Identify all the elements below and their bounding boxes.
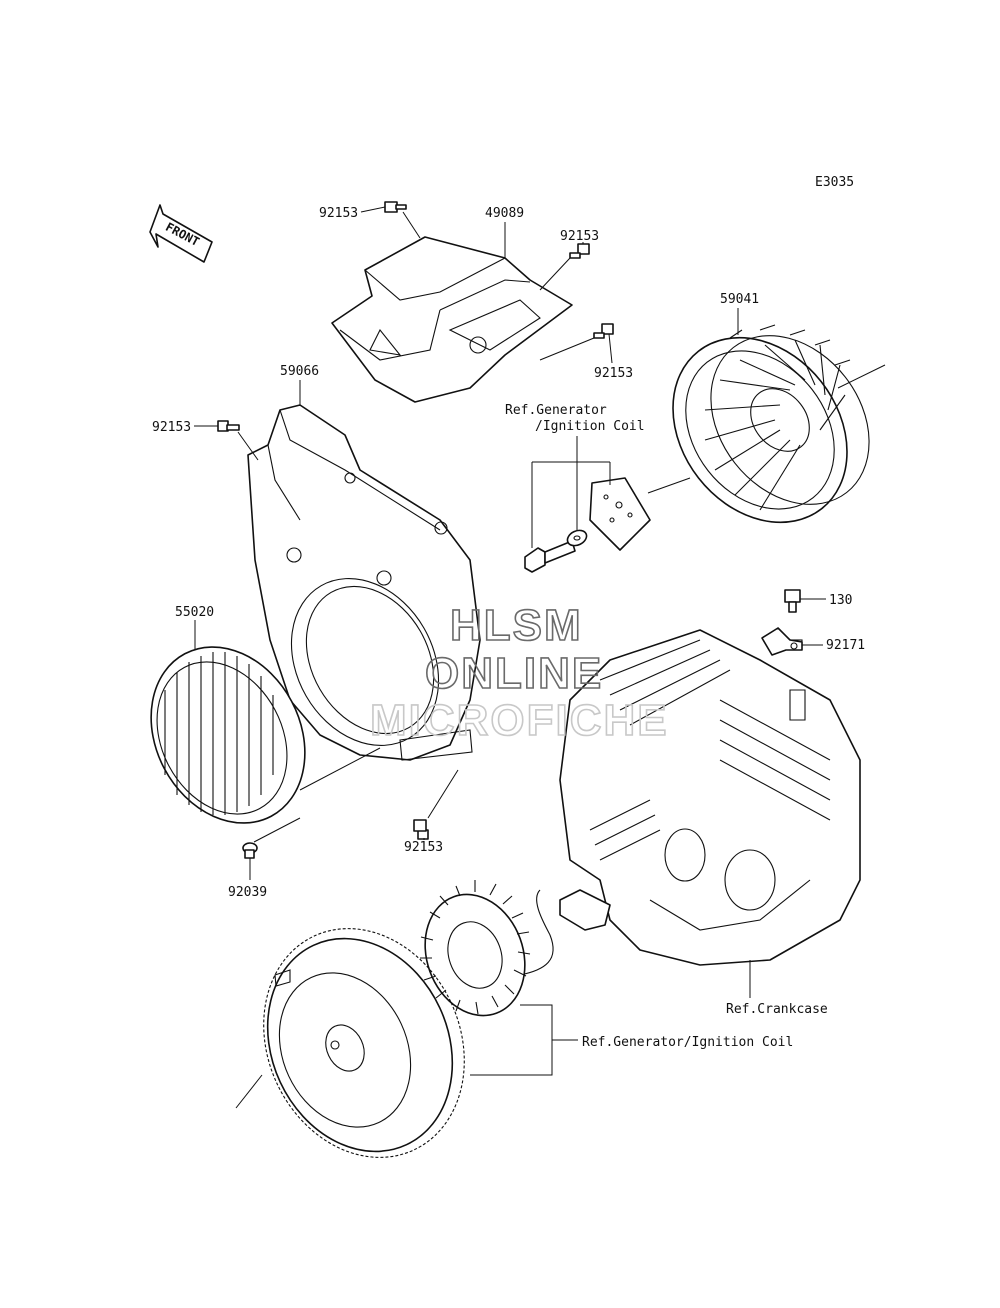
ref-generator-top-line2: /Ignition Coil — [535, 419, 645, 434]
flywheel — [263, 928, 465, 1158]
label-92153-cover-right: 92153 — [560, 229, 599, 244]
bolt-icon — [217, 420, 240, 432]
bolt-icon — [413, 819, 429, 840]
watermark-line2: ONLINE — [425, 649, 603, 698]
bolt-icon — [593, 323, 614, 339]
watermark: HLSM ONLINE MICROFICHE — [369, 600, 669, 746]
cover-part-49089 — [331, 236, 573, 403]
label-92153-housing-left: 92153 — [152, 420, 191, 435]
fan-part-59041 — [672, 324, 870, 524]
label-59066: 59066 — [280, 364, 319, 379]
label-92153-cover-left: 92153 — [319, 206, 358, 221]
label-92153-cover-lower: 92153 — [594, 366, 633, 381]
bolt-icon — [569, 243, 590, 259]
watermark-line1: HLSM — [450, 601, 583, 650]
wire-connector — [519, 889, 611, 976]
bolt-icon — [384, 201, 407, 213]
fan-mount-hardware — [524, 477, 651, 573]
engine-crankcase — [559, 629, 861, 966]
label-130: 130 — [829, 593, 852, 608]
label-49089: 49089 — [485, 206, 524, 221]
watermark-line3: MICROFICHE — [370, 696, 669, 745]
housing-part-59066 — [247, 404, 481, 761]
screen-part-55020 — [150, 646, 306, 824]
ref-generator-top-line1: Ref.Generator — [505, 403, 607, 418]
label-92153-housing-bottom: 92153 — [404, 840, 443, 855]
front-arrow-icon: FRONT — [149, 204, 213, 263]
label-92039: 92039 — [228, 885, 267, 900]
label-92171: 92171 — [826, 638, 865, 653]
bolt-icon — [784, 589, 801, 613]
screw-icon — [242, 842, 258, 859]
stator-coil — [420, 880, 531, 1017]
clamp-part-92171 — [761, 627, 803, 656]
label-59041: 59041 — [720, 292, 759, 307]
ref-generator-bottom: Ref.Generator/Ignition Coil — [582, 1035, 793, 1050]
ref-crankcase: Ref.Crankcase — [726, 1002, 828, 1017]
label-55020: 55020 — [175, 605, 214, 620]
diagram-code: E3035 — [815, 175, 854, 190]
